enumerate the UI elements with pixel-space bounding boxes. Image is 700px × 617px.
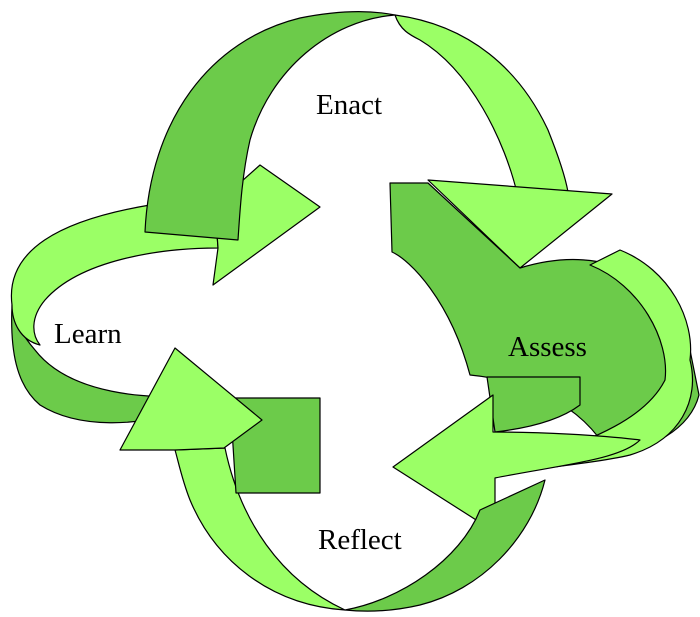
enact-ribbon-right: [394, 14, 569, 198]
reflect-arrowhead: [119, 347, 263, 451]
reflect-to-learn-arrow: [119, 347, 546, 612]
assess-label: Assess: [508, 331, 587, 363]
enact-arrowhead: [427, 179, 613, 269]
assess-arrowhead: [392, 394, 641, 533]
reflect-ribbon-left: [174, 447, 346, 611]
reflect-label: Reflect: [318, 524, 402, 556]
assess-return-band: [486, 376, 581, 433]
enact-label: Enact: [316, 89, 382, 121]
learn-label: Learn: [54, 318, 122, 350]
reflect-ribbon-right: [344, 479, 546, 612]
assess-to-reflect-arrow: [389, 182, 700, 533]
learn-ribbon-top: [10, 202, 219, 346]
enact-to-assess-arrow: [144, 10, 613, 269]
